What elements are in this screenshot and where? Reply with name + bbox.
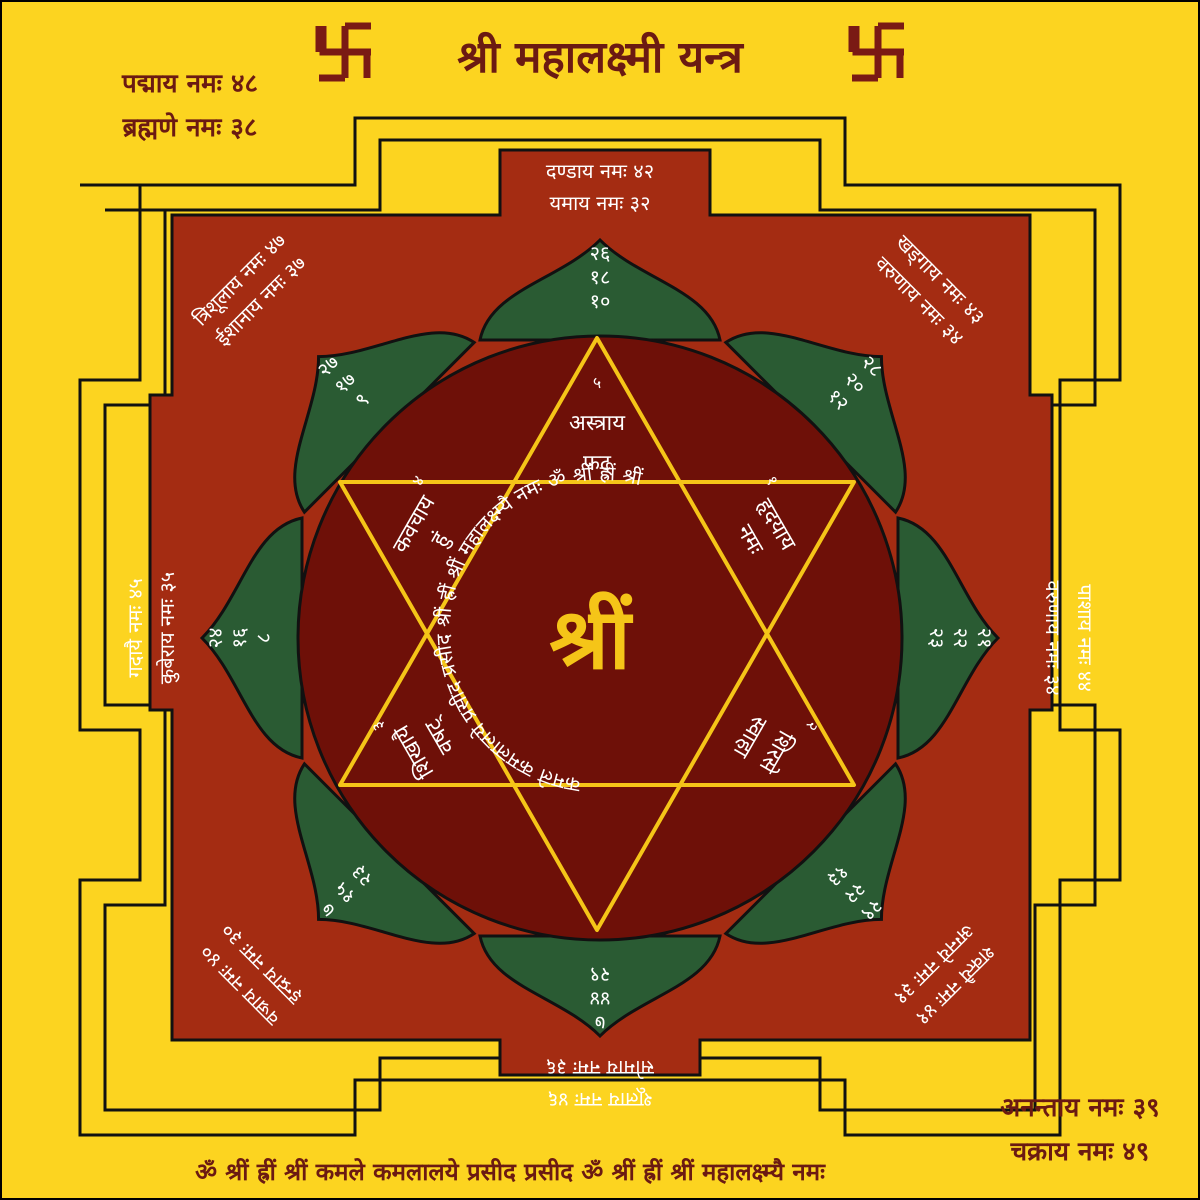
yantra-title: श्री महालक्ष्मी यन्त्र — [457, 31, 744, 83]
gate-bottom-line1: शूलाय नमः ४६ — [548, 1087, 653, 1112]
petal-top-num3: १० — [590, 289, 611, 313]
petal-bottom-num1: ७ — [595, 1011, 605, 1035]
gate-left-line1: गदायै नमः ४५ — [123, 578, 147, 677]
star-top-line2: फट् — [583, 451, 612, 476]
star-top-number: ५ — [593, 373, 601, 392]
gate-bottom-line2: सोमाय नमः ३६ — [546, 1056, 654, 1080]
corner-bottom-right-line1: अनन्ताय नमः ३९ — [1000, 1093, 1159, 1123]
hexagram — [338, 336, 856, 932]
corner-bottom-right-line2: चक्राय नमः ४९ — [1010, 1137, 1150, 1167]
gate-top-line1: दण्डाय नमः ४२ — [546, 159, 654, 183]
petal-left-num2: १६ — [227, 628, 251, 649]
corner-top-left-line1: पद्माय नमः ४८ — [121, 69, 258, 99]
petal-right-num3: २३ — [925, 628, 949, 649]
gate-right-line2: वरुणाय नमः ३४ — [1041, 581, 1065, 696]
gate-left-line2: कुबेराय नमः ३५ — [155, 572, 180, 684]
corner-top-left-line2: ब्रह्मणे नमः ३८ — [122, 112, 258, 143]
petal-bottom-num3: २९ — [590, 963, 611, 987]
center-bija: श्रीं — [549, 590, 633, 688]
inner-circle — [296, 334, 904, 942]
petal-bottom-num2: ४४ — [590, 987, 611, 1011]
petal-right-num2: २२ — [949, 628, 973, 649]
gate-right-line1: पाशाय नमः ४४ — [1073, 584, 1097, 692]
bottom-mantra: ॐ श्रीं ह्रीं श्रीं कमले कमलालये प्रसीद … — [195, 1158, 826, 1186]
petal-top-num1: २६ — [590, 241, 611, 265]
petal-left-num3: ८ — [251, 633, 275, 643]
petal-top-num2: १८ — [590, 265, 611, 289]
star-top-line1: अस्त्राय — [569, 411, 626, 436]
petal-left-num1: २४ — [203, 628, 227, 649]
petal-right-num1: २१ — [973, 628, 997, 649]
gate-top-line2: यमाय नमः ३२ — [550, 191, 651, 215]
